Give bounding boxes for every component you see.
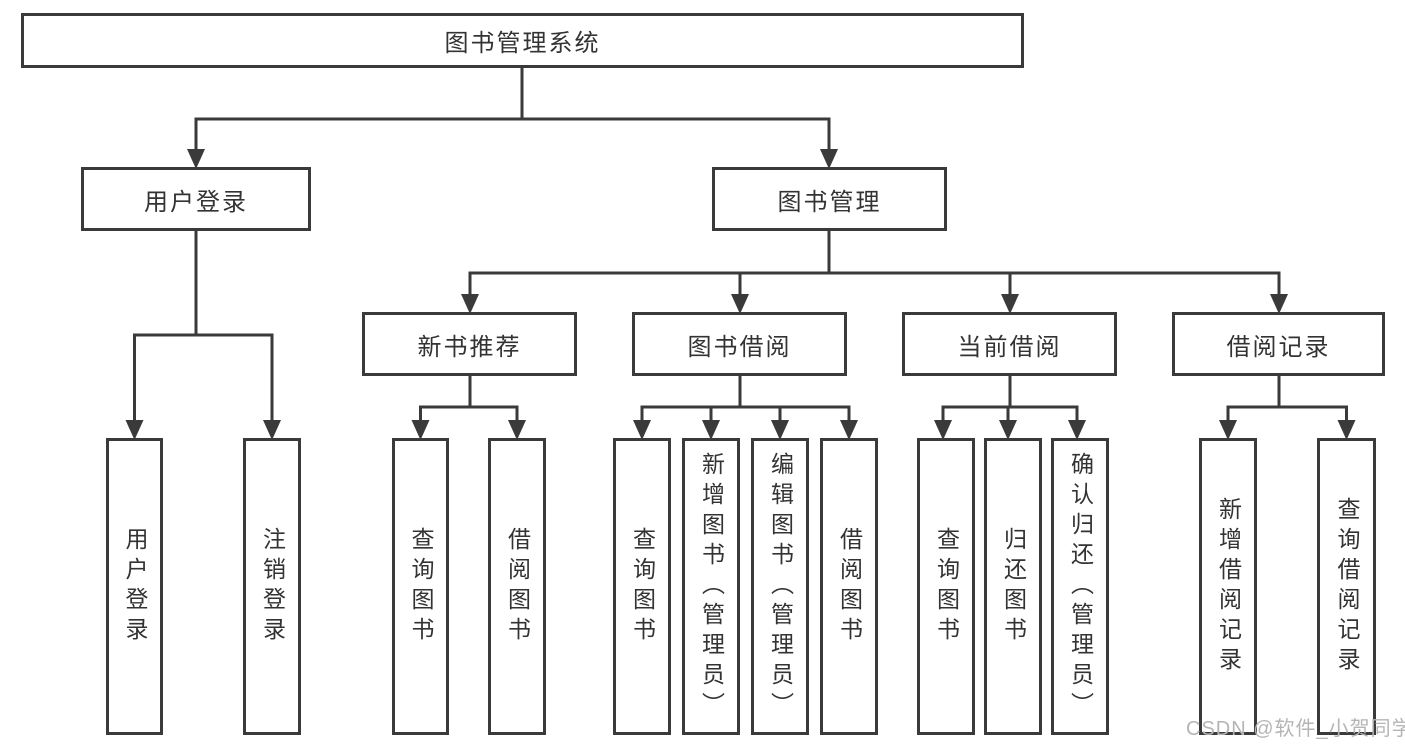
leaf-bb-borrow-books: 借阅图书 — [820, 438, 878, 735]
leaf-bb-query-books: 查询图书 — [613, 438, 671, 735]
node-label: 用户登录 — [122, 526, 148, 647]
node-label: 借阅记录 — [1226, 333, 1331, 361]
node-label: 确认归还（管理员） — [1067, 451, 1094, 722]
node-label: 新书推荐 — [417, 333, 522, 361]
leaf-user-login: 用户登录 — [106, 438, 163, 735]
node-label: 查询图书 — [933, 526, 960, 647]
leaf-cb-confirm-return-admin: 确认归还（管理员） — [1051, 438, 1109, 735]
leaf-nbr-query-books: 查询图书 — [392, 438, 449, 735]
node-label: 借阅图书 — [836, 526, 863, 647]
edge-newbookrec-to-leaves — [419, 374, 519, 426]
edge-userlogin-to-leaves — [133, 229, 274, 426]
edge-currentborrow-to-leaves — [941, 374, 1079, 426]
arrowheads — [125, 149, 1356, 440]
edge-bookmgmt-to-level3 — [468, 229, 1281, 299]
node-label: 注销登录 — [259, 526, 286, 647]
node-label: 新增图书（管理员） — [698, 451, 725, 722]
node-label: 归还图书 — [1000, 526, 1027, 647]
csdn-watermark: CSDN @软件_小贺同学 — [1186, 718, 1405, 740]
node-label: 查询图书 — [629, 526, 656, 647]
node-new-book-recommend: 新书推荐 — [362, 312, 577, 376]
leaf-br-add-record: 新增借阅记录 — [1199, 438, 1257, 735]
edge-borrowrecords-to-leaves — [1226, 374, 1348, 426]
node-label: 查询借阅记录 — [1334, 496, 1360, 677]
node-label: 查询图书 — [408, 526, 434, 647]
leaf-nbr-borrow-books: 借阅图书 — [488, 438, 546, 735]
edge-root-to-level2 — [194, 64, 831, 154]
leaf-br-query-record: 查询借阅记录 — [1317, 438, 1376, 735]
node-user-login: 用户登录 — [81, 167, 311, 231]
node-label: 编辑图书（管理员） — [767, 451, 794, 722]
edge-bookborrow-to-leaves — [640, 374, 851, 426]
node-library-management-system: 图书管理系统 — [21, 13, 1024, 68]
node-label: 图书管理系统 — [444, 30, 601, 57]
node-book-borrowing: 图书借阅 — [632, 312, 847, 376]
leaf-cb-return-books: 归还图书 — [984, 438, 1042, 735]
node-label: 图书借阅 — [687, 333, 792, 361]
node-borrowing-records: 借阅记录 — [1172, 312, 1385, 376]
node-book-management: 图书管理 — [712, 167, 947, 231]
node-label: 图书管理 — [777, 188, 882, 216]
node-label: 用户登录 — [144, 188, 248, 216]
node-label: 当前借阅 — [957, 333, 1062, 361]
node-current-borrowing: 当前借阅 — [902, 312, 1117, 376]
leaf-logout: 注销登录 — [243, 438, 301, 735]
leaf-bb-edit-books-admin: 编辑图书（管理员） — [751, 438, 809, 735]
leaf-bb-add-books-admin: 新增图书（管理员） — [682, 438, 740, 735]
leaf-cb-query-books: 查询图书 — [917, 438, 975, 735]
node-label: 借阅图书 — [504, 526, 531, 647]
node-label: 新增借阅记录 — [1215, 496, 1242, 677]
